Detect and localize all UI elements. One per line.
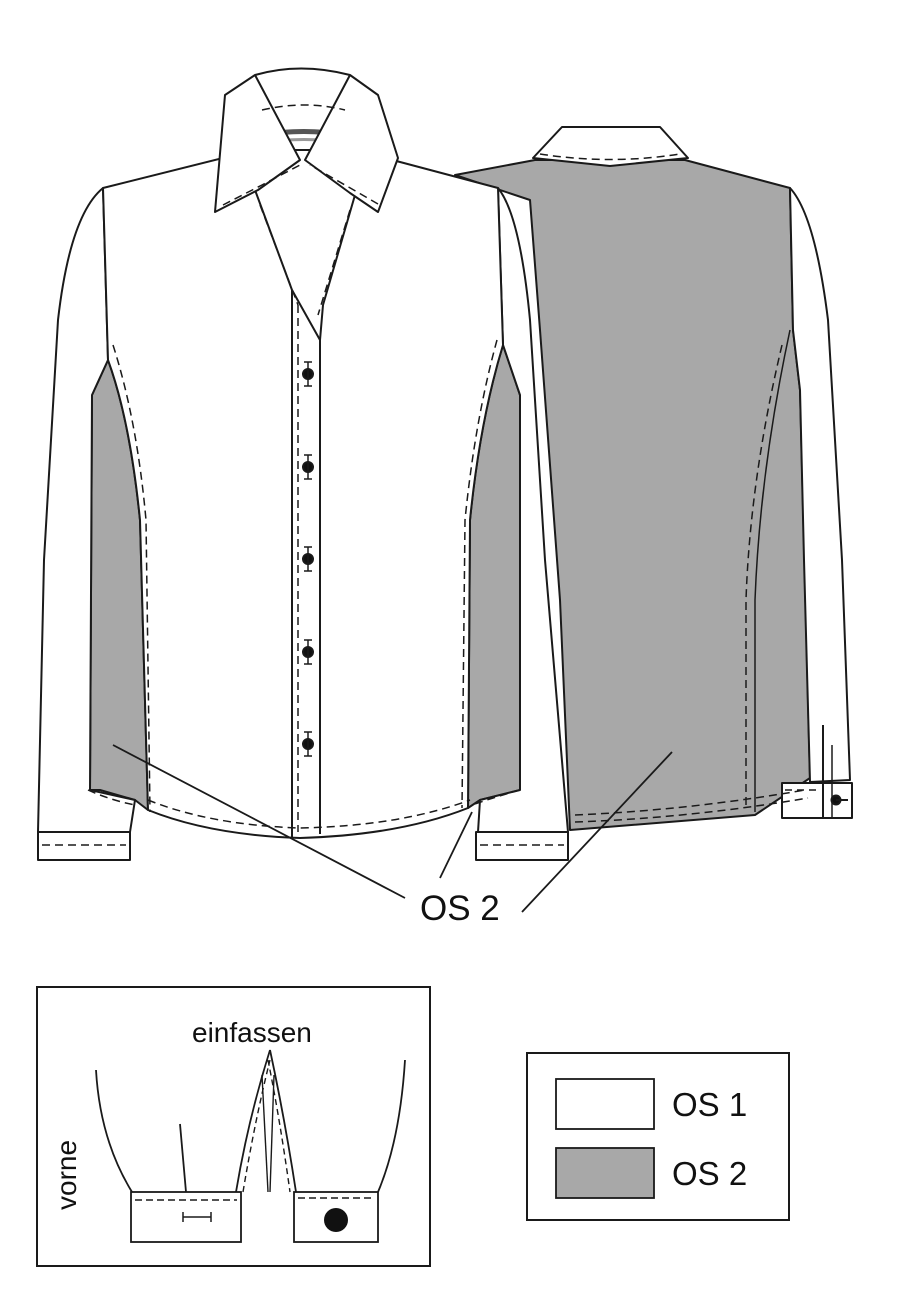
back-view xyxy=(454,126,853,831)
legend-label-os1: OS 1 xyxy=(672,1086,747,1123)
legend-swatch-os1 xyxy=(555,1078,655,1130)
button-icon xyxy=(302,361,314,387)
button-icon xyxy=(324,1208,348,1232)
legend-label-os2: OS 2 xyxy=(672,1155,747,1192)
button-icon xyxy=(302,454,314,480)
front-collar-left xyxy=(214,74,301,213)
button-icon xyxy=(302,731,314,757)
button-icon xyxy=(302,546,314,572)
front-collar-right xyxy=(304,74,399,213)
legend: OS 1 OS 2 xyxy=(526,1052,790,1221)
back-collar xyxy=(532,126,689,167)
front-buttons xyxy=(302,361,314,757)
legend-swatch-os2 xyxy=(555,1147,655,1199)
front-sleeve-left xyxy=(37,187,136,833)
back-sleeve xyxy=(789,187,851,783)
front-cuff-right xyxy=(475,831,569,861)
front-sleeve-right xyxy=(477,187,569,833)
callout-label-os2: OS 2 xyxy=(420,889,500,928)
detail-title: einfassen xyxy=(192,1017,312,1048)
front-cuff-left xyxy=(37,831,131,861)
detail-side-label: vorne xyxy=(51,1140,82,1210)
front-view xyxy=(37,67,569,861)
front-body xyxy=(102,149,504,839)
callout-leaders xyxy=(112,744,673,913)
button-icon xyxy=(302,639,314,665)
buttonhole-icon xyxy=(182,1212,212,1222)
detail-box: einfassen vorne xyxy=(36,986,431,1267)
